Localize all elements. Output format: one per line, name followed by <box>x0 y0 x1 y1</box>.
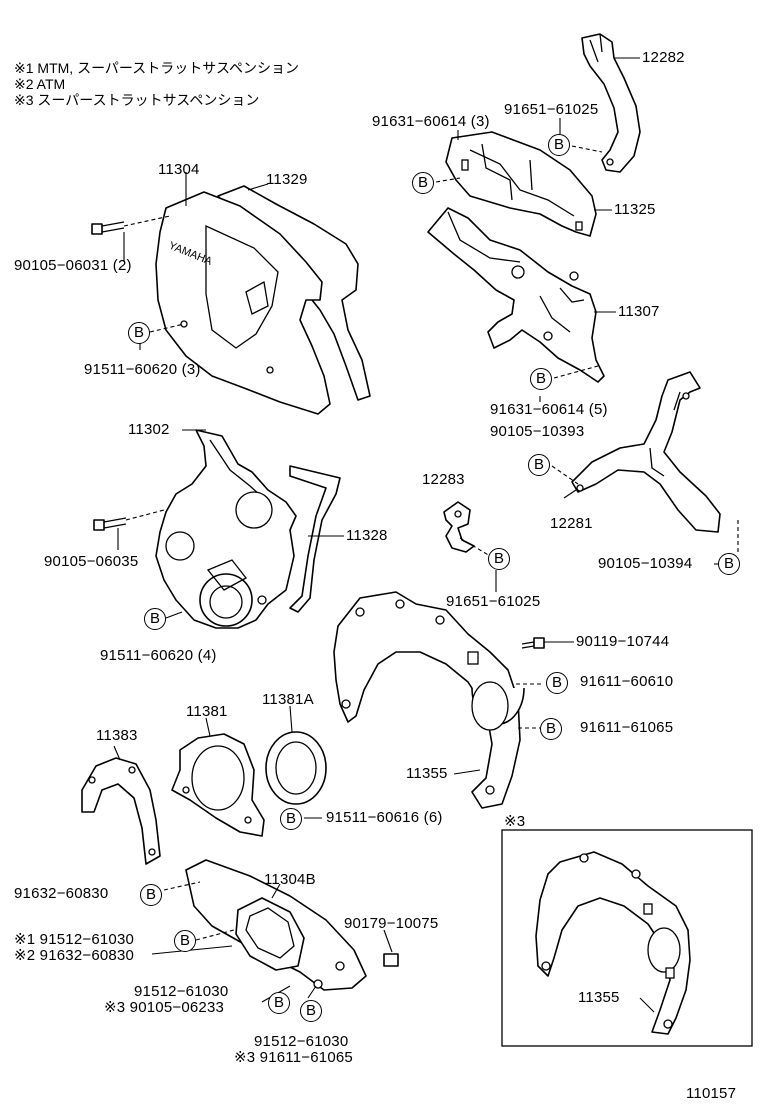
label-11325: 11325 <box>614 201 656 218</box>
label-11381: 11381 <box>186 703 228 720</box>
label-n1-91512-61030: ※1 91512−61030 <box>14 931 135 948</box>
part-11307-backing-plate <box>427 207 605 383</box>
label-90105-06031: 90105−06031 (2) <box>14 257 132 274</box>
bolt-marker-b: B <box>300 1000 322 1022</box>
note-1-text: MTM, スーパーストラットサスペンション <box>37 60 299 76</box>
label-12281: 12281 <box>550 515 593 532</box>
part-11304b-lower-cover <box>185 859 367 991</box>
label-11383: 11383 <box>96 727 138 744</box>
label-91651-61025-mid: 91651−61025 <box>446 593 541 610</box>
label-90119-10744: 90119−10744 <box>576 633 670 650</box>
bolt-marker-b: B <box>718 553 740 575</box>
part-11304-timing-cover: YAMAHA <box>155 191 331 415</box>
bolt-90105-06031 <box>91 221 125 235</box>
note-1: ※1 MTM, スーパーストラットサスペンション <box>14 60 299 76</box>
bolt-marker-b: B <box>174 930 196 952</box>
part-12282-bracket <box>581 33 641 173</box>
label-91611-60610: 91611−60610 <box>580 673 674 690</box>
bolt-90105-06035 <box>93 517 127 531</box>
inset-frame <box>501 829 753 1047</box>
bolt-marker-b: B <box>530 368 552 390</box>
part-11381-seal-retainer <box>171 733 265 837</box>
note-3-text: スーパーストラットサスペンション <box>37 92 260 108</box>
part-90179-nut <box>383 953 399 967</box>
label-n3-90105-06233: ※3 90105−06233 <box>104 999 225 1016</box>
label-91511-60616: 91511−60616 (6) <box>326 809 443 826</box>
note-3: ※3 スーパーストラットサスペンション <box>14 92 259 108</box>
part-11302-inner-cover <box>155 429 297 629</box>
label-90179-10075: 90179−10075 <box>344 915 439 932</box>
part-12283-hook <box>443 501 475 553</box>
label-12282: 12282 <box>642 49 685 66</box>
label-91631-60614-3: 91631−60614 (3) <box>372 113 490 130</box>
bolt-marker-b: B <box>268 992 290 1014</box>
part-11381a-oil-seal <box>265 731 327 805</box>
bolt-90119-10744 <box>521 637 545 649</box>
note-3-mark: ※3 <box>14 92 34 108</box>
leader-lines <box>113 57 739 1013</box>
note-2: ※2 ATM <box>14 76 65 92</box>
bolt-marker-b: B <box>144 608 166 630</box>
note-1-mark: ※1 <box>14 60 34 76</box>
label-11381A: 11381A <box>262 691 314 708</box>
label-91632-60830: 91632−60830 <box>14 885 109 902</box>
bolt-marker-b: B <box>412 172 434 194</box>
label-91631-60614-5: 91631−60614 (5) <box>490 401 608 418</box>
part-12281-bracket <box>571 371 721 533</box>
label-91511-60620-3: 91511−60620 (3) <box>84 361 201 378</box>
bolt-marker-b: B <box>546 672 568 694</box>
bolt-marker-b: B <box>488 548 510 570</box>
label-11355: 11355 <box>406 765 448 782</box>
bolt-marker-b: B <box>528 454 550 476</box>
part-11383-retainer <box>81 757 161 865</box>
label-11304B: 11304B <box>264 871 316 888</box>
label-11302: 11302 <box>128 421 170 438</box>
label-91651-61025-top: 91651−61025 <box>504 101 599 118</box>
label-n3-91611-61065: ※3 91611−61065 <box>234 1049 353 1066</box>
label-91511-60620-4: 91511−60620 (4) <box>100 647 217 664</box>
label-11329: 11329 <box>266 171 308 188</box>
bolt-marker-b: B <box>128 322 150 344</box>
bolt-marker-b: B <box>540 718 562 740</box>
label-12283: 12283 <box>422 471 465 488</box>
part-11355-engine-plate <box>333 591 525 809</box>
inset-part-11355-plate <box>535 851 691 1035</box>
diagram-number: 110157 <box>686 1085 737 1102</box>
label-90105-10394: 90105−10394 <box>598 555 693 572</box>
bolt-marker-b: B <box>140 884 162 906</box>
label-n2-91632-60830: ※2 91632−60830 <box>14 947 135 964</box>
part-11328-gasket <box>289 465 341 613</box>
label-90105-10393: 90105−10393 <box>490 423 585 440</box>
label-inset-mark: ※3 <box>504 813 526 830</box>
label-91512-61030-b: 91512−61030 <box>254 1033 349 1050</box>
bolt-marker-b: B <box>280 808 302 830</box>
label-inset-11355: 11355 <box>578 989 620 1006</box>
label-91611-61065: 91611−61065 <box>580 719 674 736</box>
note-2-mark: ※2 <box>14 76 34 92</box>
label-91512-61030-a: 91512−61030 <box>134 983 229 1000</box>
label-11304: 11304 <box>158 161 200 178</box>
bolt-marker-b: B <box>548 134 570 156</box>
label-90105-06035: 90105−06035 <box>44 553 139 570</box>
label-11328: 11328 <box>346 527 388 544</box>
part-11325-cover-plate <box>445 131 597 237</box>
label-11307: 11307 <box>618 303 660 320</box>
note-2-text: ATM <box>36 76 66 92</box>
